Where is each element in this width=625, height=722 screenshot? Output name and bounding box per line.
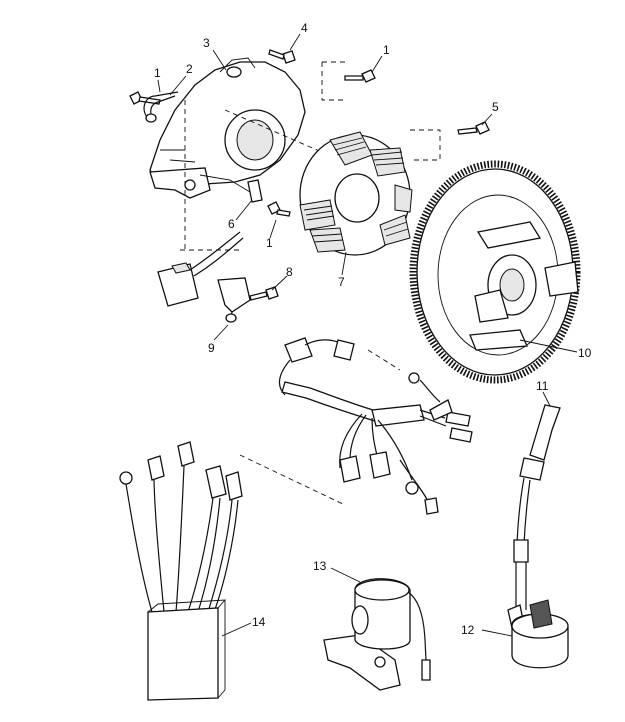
leader-lines <box>157 33 578 637</box>
cotter-clip-2 <box>143 91 179 123</box>
spark-plug-cap <box>519 404 561 481</box>
wire-harness <box>278 337 473 515</box>
starter-solenoid <box>323 578 431 691</box>
callout-2: 2 <box>186 62 193 76</box>
screw-1-mid <box>267 201 291 217</box>
callout-1a: 1 <box>154 66 161 80</box>
bracket-6 <box>247 179 263 203</box>
screw-5 <box>457 121 490 135</box>
screw-1-left <box>129 91 161 105</box>
callout-1c: 1 <box>266 236 273 250</box>
callout-9: 9 <box>208 341 215 355</box>
callout-14: 14 <box>252 615 266 629</box>
callout-12: 12 <box>461 623 475 637</box>
callout-4: 4 <box>301 21 308 35</box>
callout-1b: 1 <box>383 43 390 57</box>
callout-13: 13 <box>313 559 327 573</box>
callout-11: 11 <box>536 379 549 393</box>
callout-10: 10 <box>578 346 592 360</box>
screw-8 <box>249 286 279 301</box>
regulator-plug <box>157 231 251 323</box>
screw-1-top <box>344 69 376 83</box>
callout-7: 7 <box>338 275 345 289</box>
flywheel <box>409 160 581 384</box>
screw-4 <box>268 49 296 64</box>
ignition-coil <box>507 477 569 669</box>
callout-8: 8 <box>286 265 293 279</box>
stator-plate <box>149 57 306 199</box>
callout-6: 6 <box>228 217 235 231</box>
callout-5: 5 <box>492 100 499 114</box>
callout-3: 3 <box>203 36 210 50</box>
regulator-module <box>119 441 243 701</box>
stator-coil-assembly <box>299 131 413 256</box>
